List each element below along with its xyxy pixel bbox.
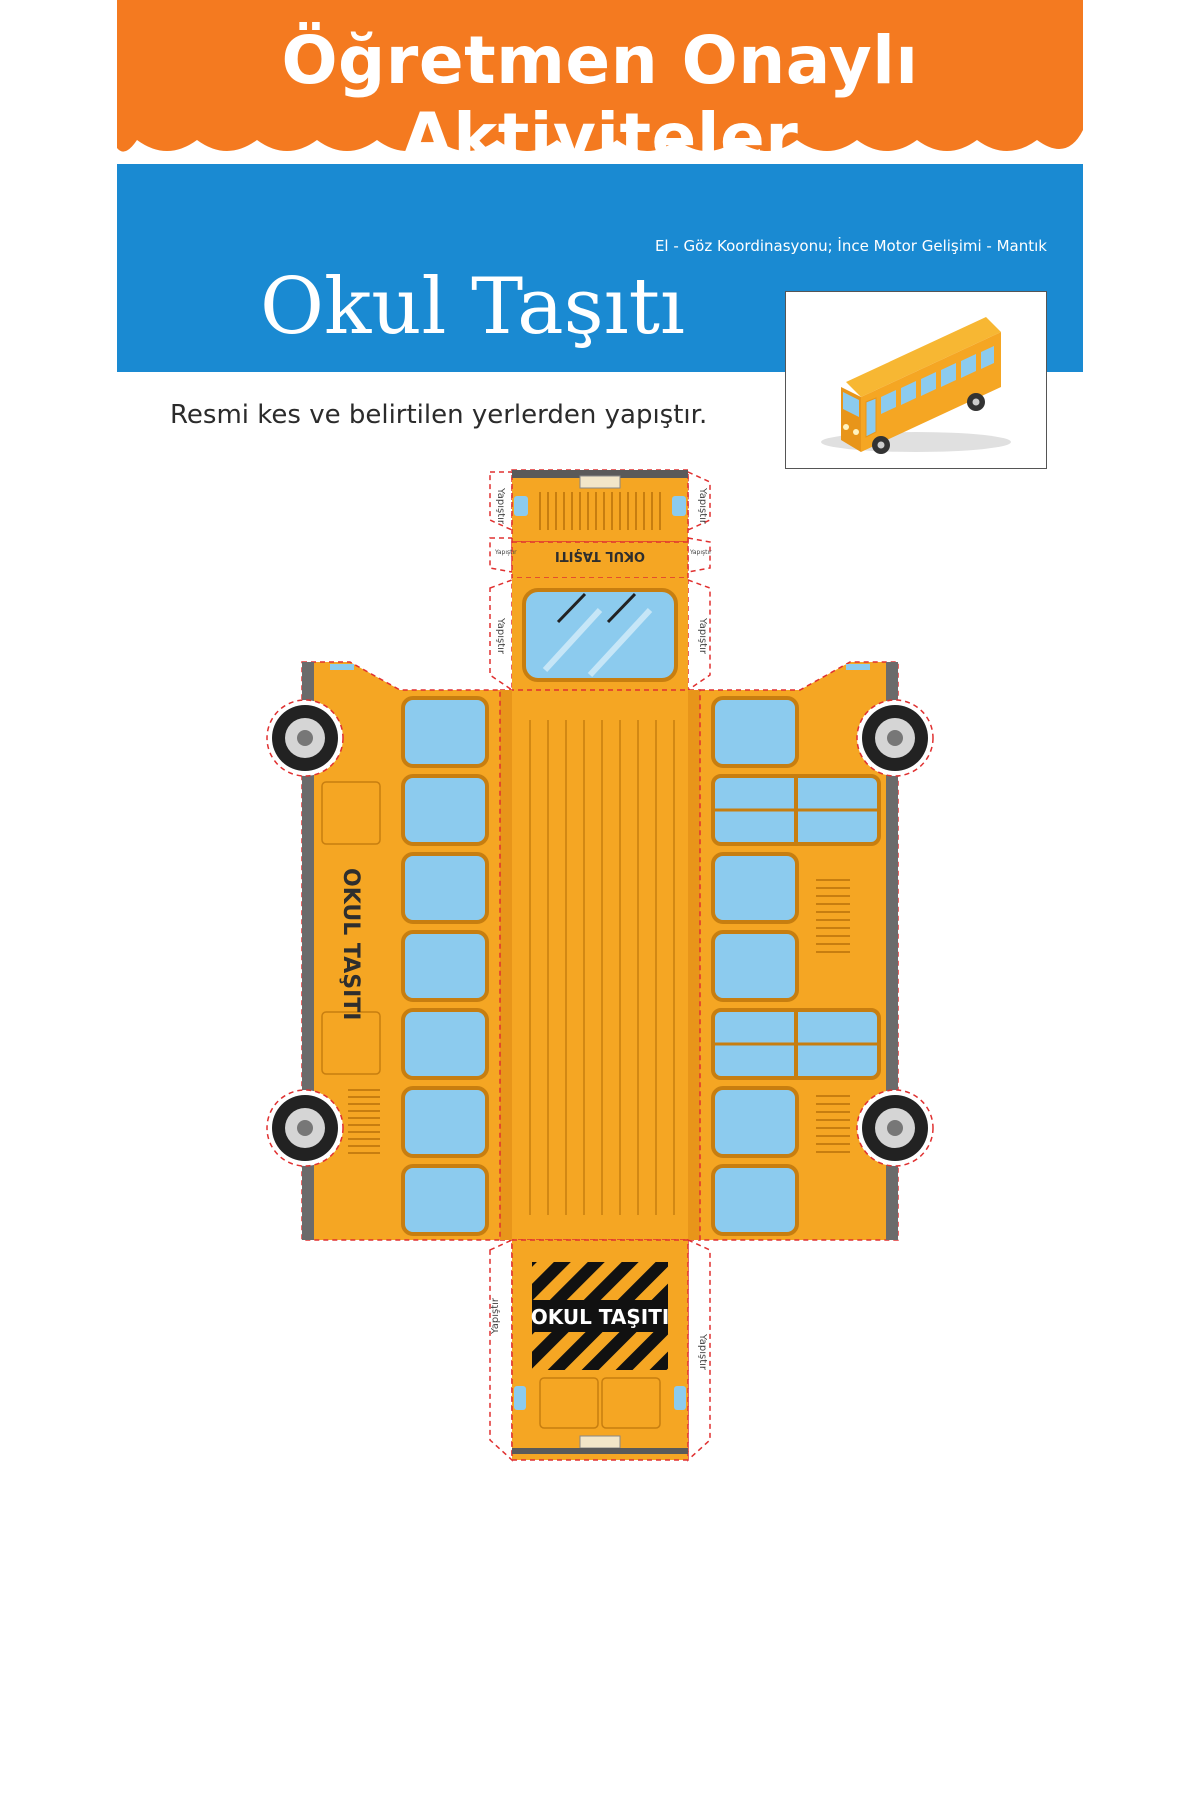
roof-panel xyxy=(499,689,701,1241)
side-window xyxy=(711,1086,799,1158)
scalloped-banner-shape xyxy=(117,0,1083,152)
left-side-panel: OKUL TAŞITI xyxy=(266,661,501,1241)
glue-label: Yapıştır xyxy=(697,487,708,525)
bus-3d-illustration xyxy=(821,317,1011,454)
side-window xyxy=(711,1164,799,1236)
side-window xyxy=(711,852,799,924)
instruction-text: Resmi kes ve belirtilen yerlerden yapışt… xyxy=(170,400,708,430)
side-window xyxy=(711,930,799,1002)
top-panel: OKUL TAŞITI Yapıştır Yapıştır Yapıştır Y… xyxy=(489,469,712,692)
wheel xyxy=(266,1089,344,1167)
side-window xyxy=(401,1164,489,1236)
side-window xyxy=(401,1008,489,1080)
glue-label-small: Yapıştır xyxy=(494,549,517,556)
left-side-label: OKUL TAŞITI xyxy=(338,868,363,1020)
glue-label: Yapıştır xyxy=(495,487,506,525)
glue-label: Yapıştır xyxy=(697,617,708,655)
glue-label: Yapıştır xyxy=(697,1333,708,1371)
glue-tab xyxy=(489,1238,513,1462)
wheel xyxy=(856,1089,934,1167)
right-side-panel xyxy=(699,661,934,1241)
title-band: El - Göz Koordinasyonu; İnce Motor Geliş… xyxy=(117,164,1083,372)
side-window xyxy=(711,696,799,768)
back-top-label: OKUL TAŞITI xyxy=(555,548,645,563)
side-window xyxy=(401,930,489,1002)
back-sign-label: OKUL TAŞITI xyxy=(531,1305,670,1329)
glue-tab xyxy=(489,578,513,692)
side-window xyxy=(401,852,489,924)
glue-label: Yapıştır xyxy=(495,617,506,655)
side-window xyxy=(401,774,489,846)
back-panel: OKUL TAŞITI Yapıştır Yapıştır xyxy=(489,1238,711,1462)
glue-label-small: Yapıştır xyxy=(689,549,712,556)
side-window xyxy=(401,1086,489,1158)
side-window xyxy=(401,696,489,768)
page-title: Okul Taşıtı xyxy=(260,262,685,352)
banner-title: Öğretmen Onaylı Aktiviteler xyxy=(281,22,919,176)
bus-preview-image xyxy=(785,291,1047,469)
wheel xyxy=(266,699,344,777)
skills-subtitle: El - Göz Koordinasyonu; İnce Motor Geliş… xyxy=(654,237,1047,255)
glue-label: Yapıştır xyxy=(490,1297,501,1335)
windshield xyxy=(522,588,678,682)
wheel xyxy=(856,699,934,777)
glue-tab xyxy=(489,471,513,532)
header-banner: Öğretmen Onaylı Aktiviteler xyxy=(117,0,1083,176)
